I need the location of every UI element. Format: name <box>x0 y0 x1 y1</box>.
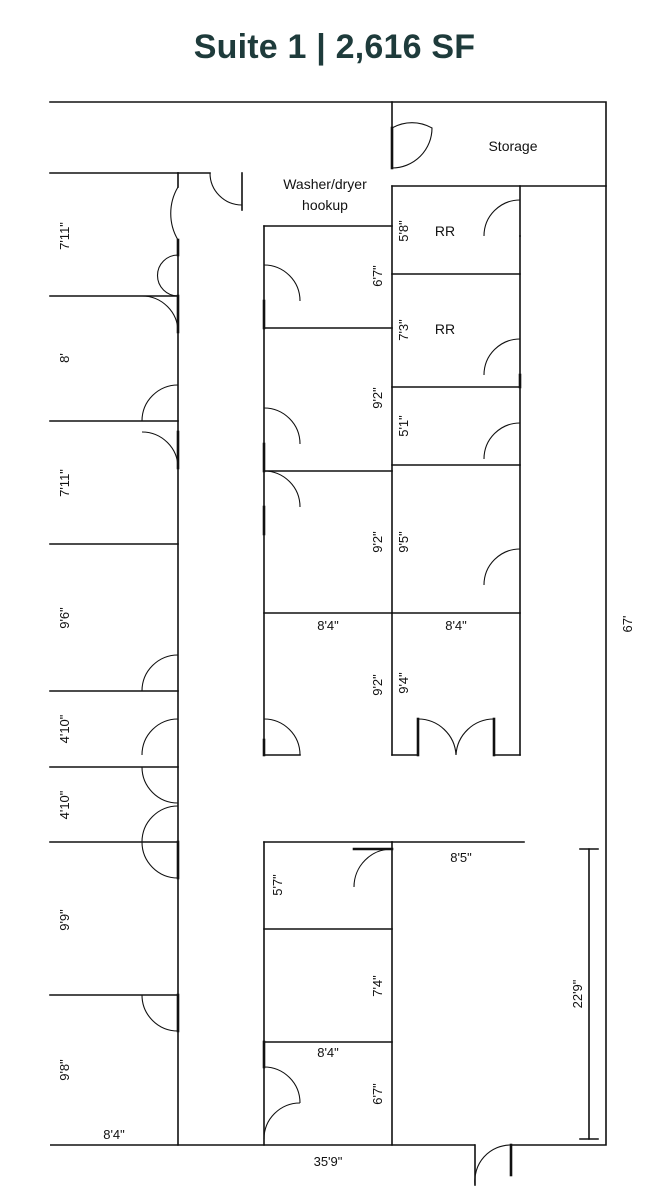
dim-lower-5-7: 5'7" <box>270 874 285 896</box>
dim-left-5: 4'10" <box>57 714 72 743</box>
entry-door <box>474 1144 512 1186</box>
dim-bottom-left: 8'4" <box>103 1127 125 1142</box>
dim-left-8: 9'8" <box>57 1059 72 1081</box>
room-label-rr-2: RR <box>435 321 455 337</box>
dim-rr-7-3: 7'3" <box>396 319 411 341</box>
dim-lower-8-4: 8'4" <box>317 1045 339 1060</box>
room-labels: Storage Washer/dryer hookup RR RR <box>283 138 537 337</box>
dimension-labels: 7'11" 8' 7'11" 9'6" 4'10" 4'10" 9'9" 9'8… <box>57 220 635 1169</box>
dim-lower-7-4: 7'4" <box>370 975 385 997</box>
dim-rr-5-8: 5'8" <box>396 220 411 242</box>
dim-lower-22-9: 22'9" <box>570 979 585 1008</box>
dim-mid-8-4-left: 8'4" <box>317 618 339 633</box>
dim-lower-8-5: 8'5" <box>450 850 472 865</box>
dim-left-3: 7'11" <box>57 469 72 497</box>
dim-left-1: 7'11" <box>57 222 72 250</box>
plan-walls <box>49 101 607 1186</box>
dim-rr-6-7: 6'7" <box>370 265 385 287</box>
dim-mid-8-4-right: 8'4" <box>445 618 467 633</box>
dim-right-67: 67' <box>620 616 635 633</box>
dim-mid-9-2-c: 9'2" <box>370 674 385 696</box>
dim-bottom-overall: 35'9" <box>314 1154 343 1169</box>
dim-mid-9-2-a: 9'2" <box>370 387 385 409</box>
dim-mid-9-4: 9'4" <box>396 672 411 694</box>
outer-wall <box>49 101 607 1146</box>
dim-mid-9-2-b: 9'2" <box>370 531 385 553</box>
room-label-washer-2: hookup <box>302 197 348 213</box>
room-label-storage: Storage <box>488 138 537 154</box>
dim-left-7: 9'9" <box>57 909 72 931</box>
room-label-washer-1: Washer/dryer <box>283 176 367 192</box>
dim-left-6: 4'10" <box>57 790 72 819</box>
doors <box>141 122 522 1186</box>
dim-left-4: 9'6" <box>57 607 72 629</box>
page-title: Suite 1 | 2,616 SF <box>193 28 476 66</box>
dim-lower-6-7: 6'7" <box>370 1083 385 1105</box>
dim-mid-9-5: 9'5" <box>396 531 411 553</box>
dim-left-2: 8' <box>57 353 72 363</box>
door-swing <box>391 122 433 169</box>
dim-mid-5-1: 5'1" <box>396 415 411 437</box>
room-label-rr-1: RR <box>435 223 455 239</box>
